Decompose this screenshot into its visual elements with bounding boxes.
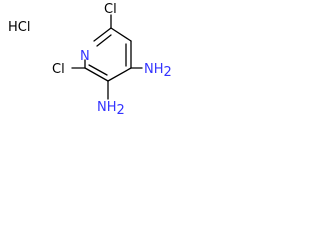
amine-right-main: NH — [144, 62, 164, 77]
amine-bottom-main: NH — [97, 100, 117, 115]
bond-c6-c5 — [110, 27, 132, 42]
bond-c3-c2-double — [88, 64, 108, 76]
bond-n-c6 — [93, 27, 112, 42]
structure-diagram: HCl N Cl Cl NH2 NH2 — [8, 2, 172, 118]
bond-c4-c3 — [107, 67, 132, 82]
ring-nitrogen-label: N — [80, 49, 90, 64]
substituent-bonds — [71, 14, 143, 100]
pyridine-ring — [84, 27, 132, 82]
bond-n-c6-double — [96, 34, 112, 47]
amine-bottom-subscript: 2 — [117, 103, 125, 118]
chloro-top-label: Cl — [104, 2, 117, 17]
amine-right-label: NH2 — [144, 62, 172, 80]
amine-right-subscript: 2 — [164, 65, 172, 80]
bond-c3-c2 — [84, 67, 109, 82]
hcl-label: HCl — [8, 20, 30, 35]
chloro-left-label: Cl — [52, 62, 65, 77]
amine-bottom-label: NH2 — [97, 100, 125, 118]
